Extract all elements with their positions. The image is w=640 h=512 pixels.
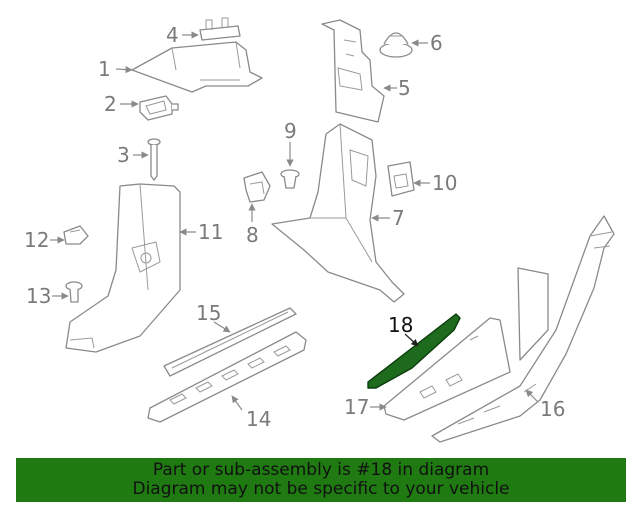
part-17-sill-trim[interactable] (383, 317, 511, 421)
callout-11: 11 (198, 220, 223, 244)
part-3-screw[interactable] (147, 138, 161, 181)
part-4-clip[interactable] (199, 17, 241, 41)
part-13-screw[interactable] (65, 281, 83, 303)
banner-line-1: Part or sub-assembly is #18 in diagram (152, 460, 490, 480)
part-7-b-pillar-lower-trim[interactable] (271, 123, 405, 303)
part-11-a-pillar-lower-trim[interactable] (65, 183, 181, 353)
callout-leaders (50, 31, 539, 411)
part-1-a-pillar-trim[interactable] (131, 41, 263, 93)
callout-13: 13 (26, 284, 51, 308)
callout-8: 8 (246, 223, 259, 247)
callout-1: 1 (98, 57, 111, 81)
banner-line-2: Diagram may not be specific to your vehi… (132, 479, 510, 499)
part-5-b-pillar-upper-trim[interactable] (321, 19, 385, 123)
part-9-clip[interactable] (280, 169, 300, 189)
callout-2: 2 (104, 92, 117, 116)
part-10-square-clip[interactable] (387, 161, 415, 197)
part-8-bracket-clip[interactable] (243, 171, 271, 203)
part-2-cover[interactable] (139, 95, 179, 121)
callout-3: 3 (117, 143, 130, 167)
callout-12: 12 (24, 228, 49, 252)
part-6-push-clip[interactable] (379, 32, 413, 58)
callout-labels: 1 2 3 4 5 6 7 8 9 10 11 12 13 14 15 16 1… (24, 23, 565, 431)
callout-4: 4 (166, 23, 179, 47)
callout-15: 15 (196, 301, 221, 325)
callout-7: 7 (392, 206, 405, 230)
callout-9: 9 (284, 119, 297, 143)
callout-5: 5 (398, 76, 411, 100)
callout-17: 17 (344, 395, 369, 419)
part-14-sill-plate[interactable] (147, 331, 307, 423)
callout-18: 18 (388, 313, 413, 337)
part-info-banner: Part or sub-assembly is #18 in diagram D… (16, 458, 626, 502)
exploded-parts-diagram: 1 2 3 4 5 6 7 8 9 10 11 12 13 14 15 16 1… (24, 17, 615, 443)
callout-6: 6 (430, 31, 443, 55)
callout-14: 14 (246, 407, 271, 431)
part-18-highlighted-trim-strip[interactable] (367, 313, 461, 389)
part-15-sill-strip[interactable] (163, 307, 297, 377)
callout-16: 16 (540, 397, 565, 421)
part-16-rear-sill-trim[interactable] (431, 215, 615, 443)
callout-10: 10 (432, 171, 457, 195)
part-12-clip[interactable] (63, 225, 89, 245)
